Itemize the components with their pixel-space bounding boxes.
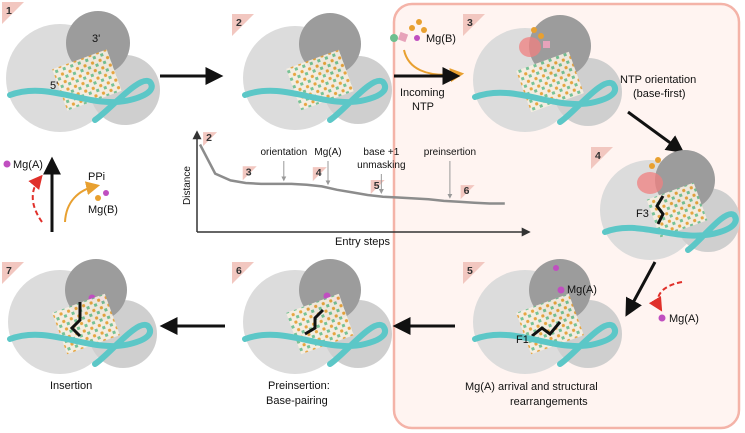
panel-number-flag	[591, 147, 613, 169]
ntp-phosphate	[409, 25, 415, 31]
ntp-phosphate	[649, 163, 655, 169]
legend-mg-a-label: Mg(A)	[13, 159, 43, 171]
legend-mg-b-ion	[103, 190, 109, 196]
dna-strand	[472, 321, 619, 367]
mg-b-ion	[553, 265, 559, 271]
ion-halo	[637, 172, 663, 194]
panel-number: 5	[467, 265, 473, 277]
ntp-phosphate	[531, 27, 537, 33]
panel-5: 5 Mg(A) F1	[463, 259, 622, 374]
f1-label: F1	[516, 334, 529, 346]
panel-6: 6	[232, 259, 392, 374]
preinsertion-caption-line1: Preinsertion:	[268, 380, 330, 392]
chart-annotation: Mg(A)	[314, 147, 341, 158]
chart-step-label: 6	[464, 185, 470, 197]
mg-b-ion	[414, 35, 420, 41]
chart-step-label: 2	[206, 132, 212, 144]
legend-ppi-label: PPi	[88, 171, 105, 183]
mg-a-ion	[557, 286, 565, 294]
ntp-orientation-caption-line1: NTP orientation	[620, 74, 696, 86]
dna-strand	[7, 321, 154, 367]
chart-step-flag	[203, 132, 218, 147]
dna-strand	[602, 211, 739, 253]
legend-orange-arrow	[64, 181, 101, 223]
mg-a-incoming-label: Mg(A)	[669, 313, 699, 325]
mg-a-arrival-caption-line2: rearrangements	[510, 396, 588, 408]
panel-1: 1 3' 5'	[2, 2, 160, 132]
mg-a-ion	[658, 314, 666, 322]
chart-y-label: Distance	[182, 166, 193, 205]
chart-annotation: base +1	[363, 147, 399, 158]
chart-step-label: 4	[316, 167, 322, 179]
residue-side-chain	[304, 308, 325, 336]
insertion-caption: Insertion	[50, 380, 92, 392]
chart-step-label: 5	[374, 180, 380, 192]
chart-annotation: unmasking	[357, 160, 405, 171]
ntp-orientation-caption-line2: (base-first)	[633, 88, 686, 100]
three-prime-label: 3'	[92, 33, 100, 45]
panel-number: 2	[236, 17, 242, 29]
ntp-label: NTP	[412, 101, 434, 113]
ntp-base	[390, 34, 398, 42]
mg-a-incoming-arrow	[648, 281, 683, 312]
panel-number-flag	[232, 14, 254, 36]
panel-number: 3	[467, 17, 473, 29]
residue-side-chain	[655, 195, 665, 225]
step-arrow-4-5	[625, 261, 657, 317]
dna-strand	[472, 79, 619, 125]
panel-number: 7	[6, 265, 12, 277]
panel-number-flag	[232, 262, 254, 284]
ntp-sugar	[543, 41, 550, 48]
five-prime-label: 5'	[50, 80, 58, 92]
residue-side-chain	[69, 302, 82, 338]
panel-2: 2	[232, 13, 392, 130]
legend-mg-a-ion	[3, 160, 11, 168]
step-arrow-3-4	[627, 110, 685, 154]
incoming-label: Incoming	[400, 87, 445, 99]
legend: Mg(A) PPi Mg(B)	[3, 156, 118, 232]
legend-red-arrow	[28, 174, 43, 223]
ntp-sugar	[397, 31, 409, 43]
panel-number: 1	[6, 5, 12, 17]
ntp-phosphate	[655, 157, 661, 163]
chart-step-flag	[460, 185, 475, 200]
mg-a-arrival-caption-line1: Mg(A) arrival and structural	[465, 381, 598, 393]
panel-number-flag	[2, 262, 24, 284]
mg-a-label: Mg(A)	[567, 284, 597, 296]
chart-annotation: orientation	[260, 147, 307, 158]
distance-chart: Distance Entry steps 2 3 4 5 6 orientation Mg(…	[182, 130, 531, 248]
dna-strand	[7, 77, 155, 123]
panel-4: 4 F3	[591, 147, 740, 260]
panel-number-flag	[463, 14, 485, 36]
mg-b-label: Mg(B)	[426, 33, 456, 45]
distance-series-line	[198, 143, 505, 205]
panel-7: 7	[2, 259, 157, 374]
residue-side-chain	[531, 321, 562, 338]
panel-3: 3	[463, 14, 622, 132]
panel-number: 4	[595, 150, 601, 162]
chart-step-flag	[312, 167, 327, 182]
legend-phosphate	[95, 195, 101, 201]
panel-number: 6	[236, 265, 242, 277]
ntp-phosphate	[538, 33, 544, 39]
chart-step-label: 3	[246, 166, 252, 178]
chart-x-label: Entry steps	[335, 236, 391, 248]
preinsertion-caption-line2: Base-pairing	[266, 395, 328, 407]
panel-number-flag	[2, 2, 24, 24]
ntp-phosphate	[416, 19, 422, 25]
incoming-ntp-group: Mg(B) Incoming NTP	[390, 19, 465, 113]
ntp-phosphate	[421, 27, 427, 33]
dna-strand	[242, 77, 389, 123]
dna-strand	[242, 321, 389, 367]
f3-label: F3	[636, 208, 649, 220]
chart-annotation: preinsertion	[424, 147, 476, 158]
chart-step-flag	[242, 166, 257, 181]
ion-halo	[519, 37, 541, 57]
legend-mg-b-label: Mg(B)	[88, 204, 118, 216]
panel-number-flag	[463, 262, 485, 284]
